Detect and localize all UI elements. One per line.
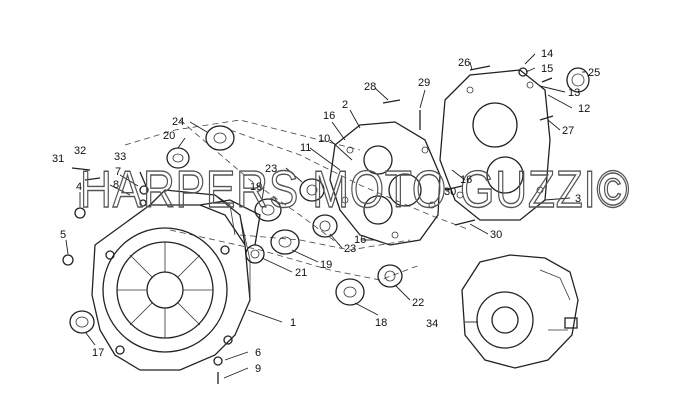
callout-19-upper: 19 [250,181,262,193]
callout-27: 27 [562,125,574,137]
callout-4: 4 [76,181,82,193]
callout-labels: 1 2 3 4 5 6 7 8 9 10 11 12 13 14 15 16 1… [52,48,600,375]
callout-10: 10 [318,133,330,145]
callout-32: 32 [74,145,86,157]
intermediate-plate [329,121,441,246]
fasteners [62,65,554,384]
callout-6: 6 [255,347,261,359]
callout-29: 29 [418,77,430,89]
callout-21: 21 [295,267,307,279]
gearbox-housing [91,189,261,371]
callout-12: 12 [578,103,590,115]
callout-13: 13 [568,87,580,99]
callout-17: 17 [92,347,104,359]
callout-31: 31 [52,153,64,165]
callout-9: 9 [255,363,261,375]
callout-34: 34 [426,318,438,330]
watermark-text: HARPERS MOTO GUZZI© [80,161,630,219]
callout-24: 24 [172,116,184,128]
callout-15: 15 [541,63,553,75]
callout-16-top: 16 [323,110,335,122]
callout-5: 5 [60,229,66,241]
callout-11: 11 [300,142,311,154]
callout-23-upper: 23 [265,163,277,175]
callout-3: 3 [575,193,581,205]
callout-22: 22 [412,297,424,309]
callout-20: 20 [163,130,175,142]
callout-28: 28 [364,81,376,93]
callout-25: 25 [588,67,600,79]
callout-14: 14 [541,48,553,60]
callout-26: 26 [458,57,470,69]
callout-2: 2 [342,99,348,111]
callout-16-bottom: 16 [354,234,366,246]
gearbox-assembly [461,254,579,369]
callout-18: 18 [375,317,387,329]
callout-8: 8 [113,179,119,191]
callout-30-lower: 30 [490,229,502,241]
callout-7: 7 [115,166,121,178]
callout-16-right: 16 [460,174,472,186]
callout-23-lower: 23 [344,243,356,255]
callout-1: 1 [290,317,296,329]
callout-30-upper: 30 [444,186,456,198]
callout-19-lower: 19 [320,259,332,271]
callout-33: 33 [114,151,126,163]
bearings [69,67,590,334]
leader-lines [65,53,585,379]
